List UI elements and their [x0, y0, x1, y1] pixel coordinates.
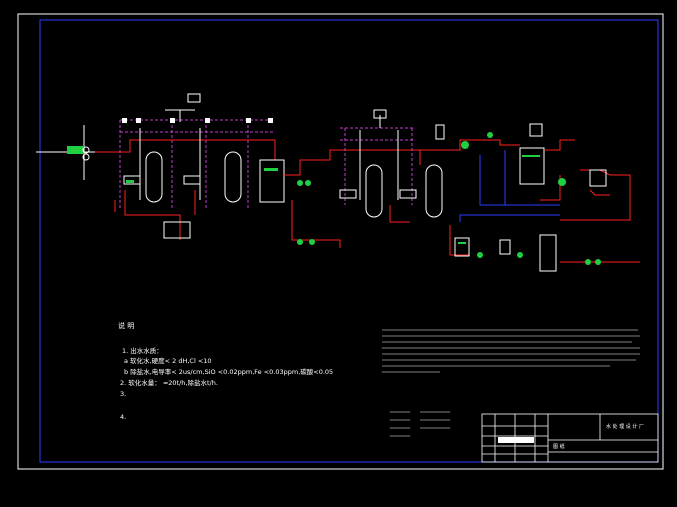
tank-7: [539, 234, 557, 272]
label-box-1: [187, 93, 201, 103]
pump-1: [461, 141, 469, 149]
inlet-meter: [67, 146, 83, 154]
note-line-4: 2. 软化水量： ≈20t/h,除盐水t/h.: [120, 379, 218, 387]
notes-heading: 说 明: [118, 322, 135, 330]
tank-6: [519, 147, 545, 185]
title-company: 水 处 理 设 计 厂: [606, 424, 644, 430]
tank-5: [425, 164, 443, 218]
tank-4: [365, 164, 383, 218]
box-unit: [163, 221, 191, 239]
outer-frame: [17, 13, 664, 470]
note-line-2: a 软化水,硬度< 2 dH,Cl <10: [124, 357, 212, 365]
inner-frame: [39, 19, 659, 463]
tank-8: [454, 237, 470, 257]
label-box-2: [373, 109, 387, 119]
pump-2: [558, 178, 566, 186]
tank-9: [499, 239, 511, 255]
note-line-5: 3.: [120, 390, 127, 398]
title-footer: 图 纸: [553, 444, 565, 450]
note-line-1: 1. 出水水质：: [122, 347, 163, 355]
tank-1: [145, 151, 163, 203]
title-block: [481, 413, 659, 463]
tank-2: [224, 151, 242, 203]
note-line-3: b 除盐水,电导率< 2us/cm,SiO <0.02ppm,Fe <0.03p…: [124, 368, 334, 376]
tank-3: [259, 159, 285, 203]
note-line-6: 4.: [120, 413, 127, 421]
